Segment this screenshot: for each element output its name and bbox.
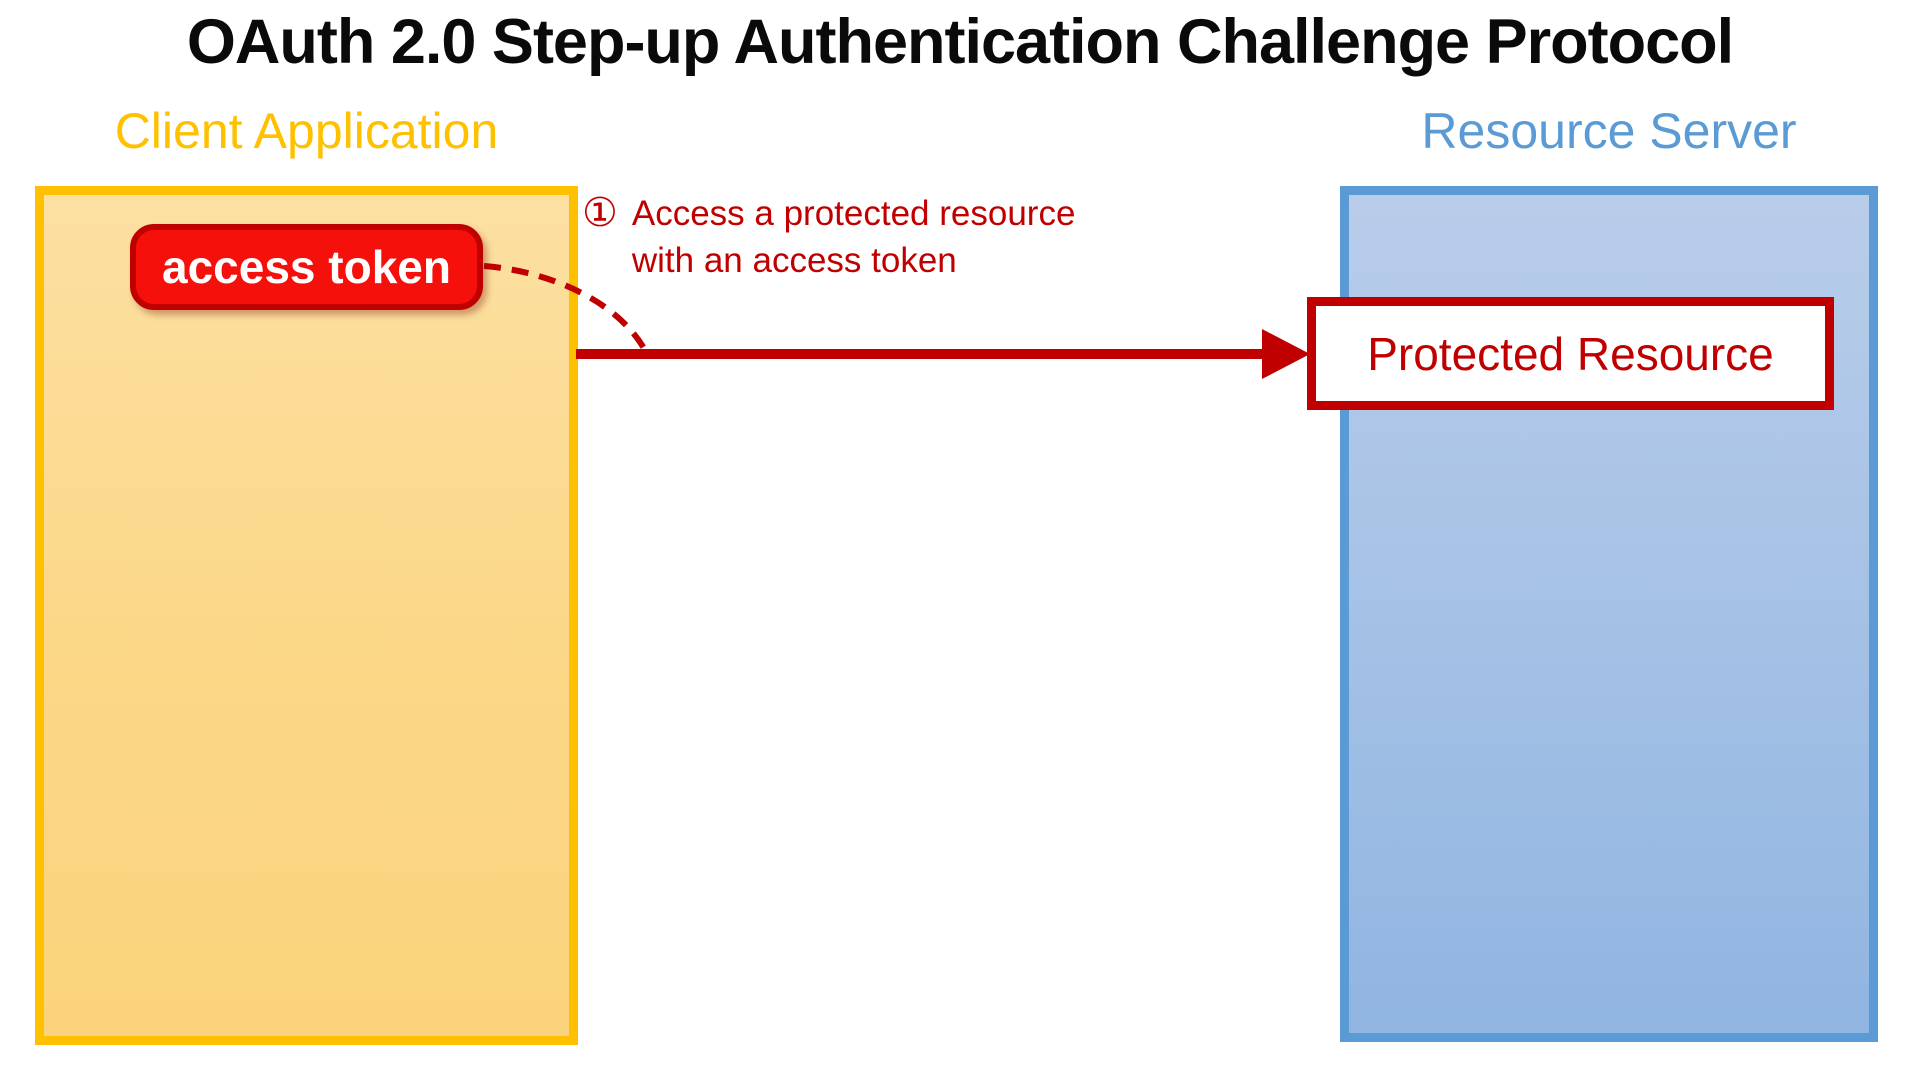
access-token-badge: access token bbox=[130, 224, 483, 310]
step1-annotation-line2: with an access token bbox=[631, 241, 957, 280]
step1-annotation-text: Access a protected resource with an acce… bbox=[632, 190, 1076, 284]
client-application-box bbox=[35, 186, 578, 1045]
step1-annotation: ① Access a protected resource with an ac… bbox=[582, 190, 1075, 284]
protected-resource-box: Protected Resource bbox=[1307, 297, 1834, 410]
diagram-title: OAuth 2.0 Step-up Authentication Challen… bbox=[186, 7, 1734, 77]
step1-request-arrowhead bbox=[1262, 329, 1310, 379]
protected-resource-label: Protected Resource bbox=[1367, 327, 1774, 380]
access-token-label: access token bbox=[162, 241, 451, 293]
client-application-label: Client Application bbox=[114, 103, 499, 159]
step1-annotation-line1: Access a protected resource bbox=[631, 194, 1076, 233]
step1-number-icon: ① bbox=[582, 190, 618, 236]
resource-server-label: Resource Server bbox=[1421, 103, 1797, 159]
